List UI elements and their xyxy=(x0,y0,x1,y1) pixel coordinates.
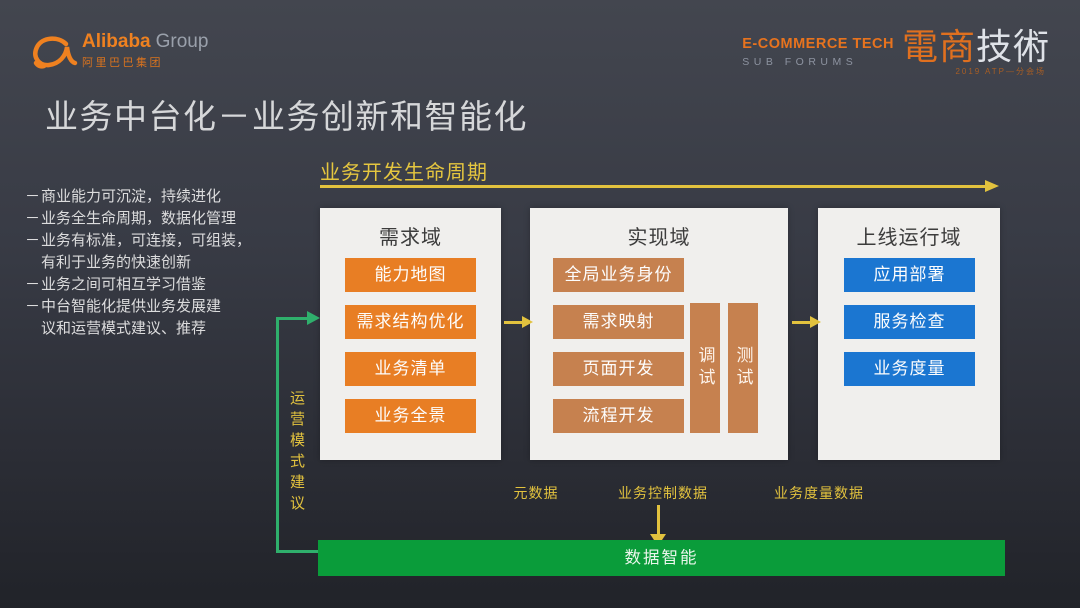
panel-requirement-domain: 需求域 能力地图 需求结构优化 业务清单 业务全景 xyxy=(320,208,501,460)
bullet-text: 业务之间可相互学习借鉴 xyxy=(41,276,207,293)
business-metric-button: 业务度量 xyxy=(844,352,975,386)
capability-map-button: 能力地图 xyxy=(345,258,476,292)
panel-title: 实现域 xyxy=(627,227,691,249)
lifecycle-arrowhead-icon xyxy=(985,180,999,192)
panel-online-domain: 上线运行域 应用部署 服务检查 业务度量 xyxy=(818,208,1000,460)
bullet-item: － 业务之间可相互学习借鉴 xyxy=(25,274,317,296)
data-down-arrow xyxy=(657,505,660,536)
alibaba-chinese-name: 阿里巴巴集团 xyxy=(82,57,163,69)
feedback-loop-top-line xyxy=(276,317,309,320)
panel2-to-panel3-arrowhead-icon xyxy=(810,316,821,328)
panel-implementation-domain: 实现域 全局业务身份 需求映射 页面开发 流程开发 调试 测试 xyxy=(530,208,788,460)
event-cn-white: 技術 xyxy=(975,26,1050,67)
lifecycle-arrow xyxy=(320,185,987,188)
global-business-identity-button: 全局业务身份 xyxy=(553,258,684,292)
requirement-structure-button: 需求结构优化 xyxy=(345,305,476,339)
event-cn-orange: 電商 xyxy=(901,26,976,67)
debug-bar: 调试 xyxy=(690,303,720,433)
event-title-cn: 電商技術 xyxy=(902,28,1050,66)
bullet-dash: － xyxy=(25,298,41,315)
bullet-dash: － xyxy=(25,232,41,249)
metadata-label: 元数据 xyxy=(513,485,559,501)
bullet-dash: － xyxy=(25,188,41,205)
panel1-to-panel2-arrowhead-icon xyxy=(522,316,533,328)
data-intelligence-bar: 数据智能 xyxy=(318,540,1005,576)
event-title-en: E-COMMERCE TECH xyxy=(742,36,894,52)
business-panorama-button: 业务全景 xyxy=(345,399,476,433)
lifecycle-heading: 业务开发生命周期 xyxy=(320,162,488,184)
bullet-text: 中台智能化提供业务发展建 议和运营模式建议、推荐 xyxy=(41,298,222,337)
bullet-text: 业务全生命周期，数据化管理 xyxy=(41,210,237,227)
bullet-dash: － xyxy=(25,276,41,293)
bullet-dash: － xyxy=(25,210,41,227)
process-development-button: 流程开发 xyxy=(553,399,684,433)
event-subtitle-en: SUB FORUMS xyxy=(742,56,858,68)
page-title: 业务中台化－业务创新和智能化 xyxy=(45,98,528,135)
app-deployment-button: 应用部署 xyxy=(844,258,975,292)
requirement-mapping-button: 需求映射 xyxy=(553,305,684,339)
business-list-button: 业务清单 xyxy=(345,352,476,386)
feedback-loop-arrowhead-icon xyxy=(307,311,320,325)
bullet-text: 业务有标准，可连接，可组装， 有利于业务的快速创新 xyxy=(41,232,252,271)
bullet-item: － 业务有标准，可连接，可组装， 有利于业务的快速创新 xyxy=(25,230,317,274)
page-development-button: 页面开发 xyxy=(553,352,684,386)
bullet-item: － 业务全生命周期，数据化管理 xyxy=(25,208,317,230)
business-metric-data-label: 业务度量数据 xyxy=(774,485,864,501)
panel-title: 需求域 xyxy=(379,227,442,249)
alibaba-name: Alibaba xyxy=(82,31,151,52)
service-check-button: 服务检查 xyxy=(844,305,975,339)
event-edition-label: 2019 ATP—分会场 xyxy=(955,67,1046,76)
alibaba-a-mark-icon xyxy=(33,36,78,69)
panel2-to-panel3-arrow xyxy=(792,321,811,324)
panel-title: 上线运行域 xyxy=(856,227,962,249)
bullet-text: 商业能力可沉淀，持续进化 xyxy=(41,188,222,205)
alibaba-group-suffix: Group xyxy=(155,31,209,52)
panel1-to-panel2-arrow xyxy=(504,321,523,324)
bullet-item: － 商业能力可沉淀，持续进化 xyxy=(25,186,317,208)
feedback-loop-vertical-line xyxy=(276,317,279,553)
feedback-label: 运营模式建议 xyxy=(288,390,305,516)
business-control-data-label: 业务控制数据 xyxy=(618,485,708,501)
event-logo: E-COMMERCE TECH SUB FORUMS 電商技術 xyxy=(742,28,1050,69)
feedback-loop-bottom-line xyxy=(276,550,318,553)
bullet-item: － 中台智能化提供业务发展建 议和运营模式建议、推荐 xyxy=(25,296,317,340)
test-bar: 测试 xyxy=(728,303,758,433)
bullet-list: － 商业能力可沉淀，持续进化 － 业务全生命周期，数据化管理 － 业务有标准，可… xyxy=(25,186,317,340)
